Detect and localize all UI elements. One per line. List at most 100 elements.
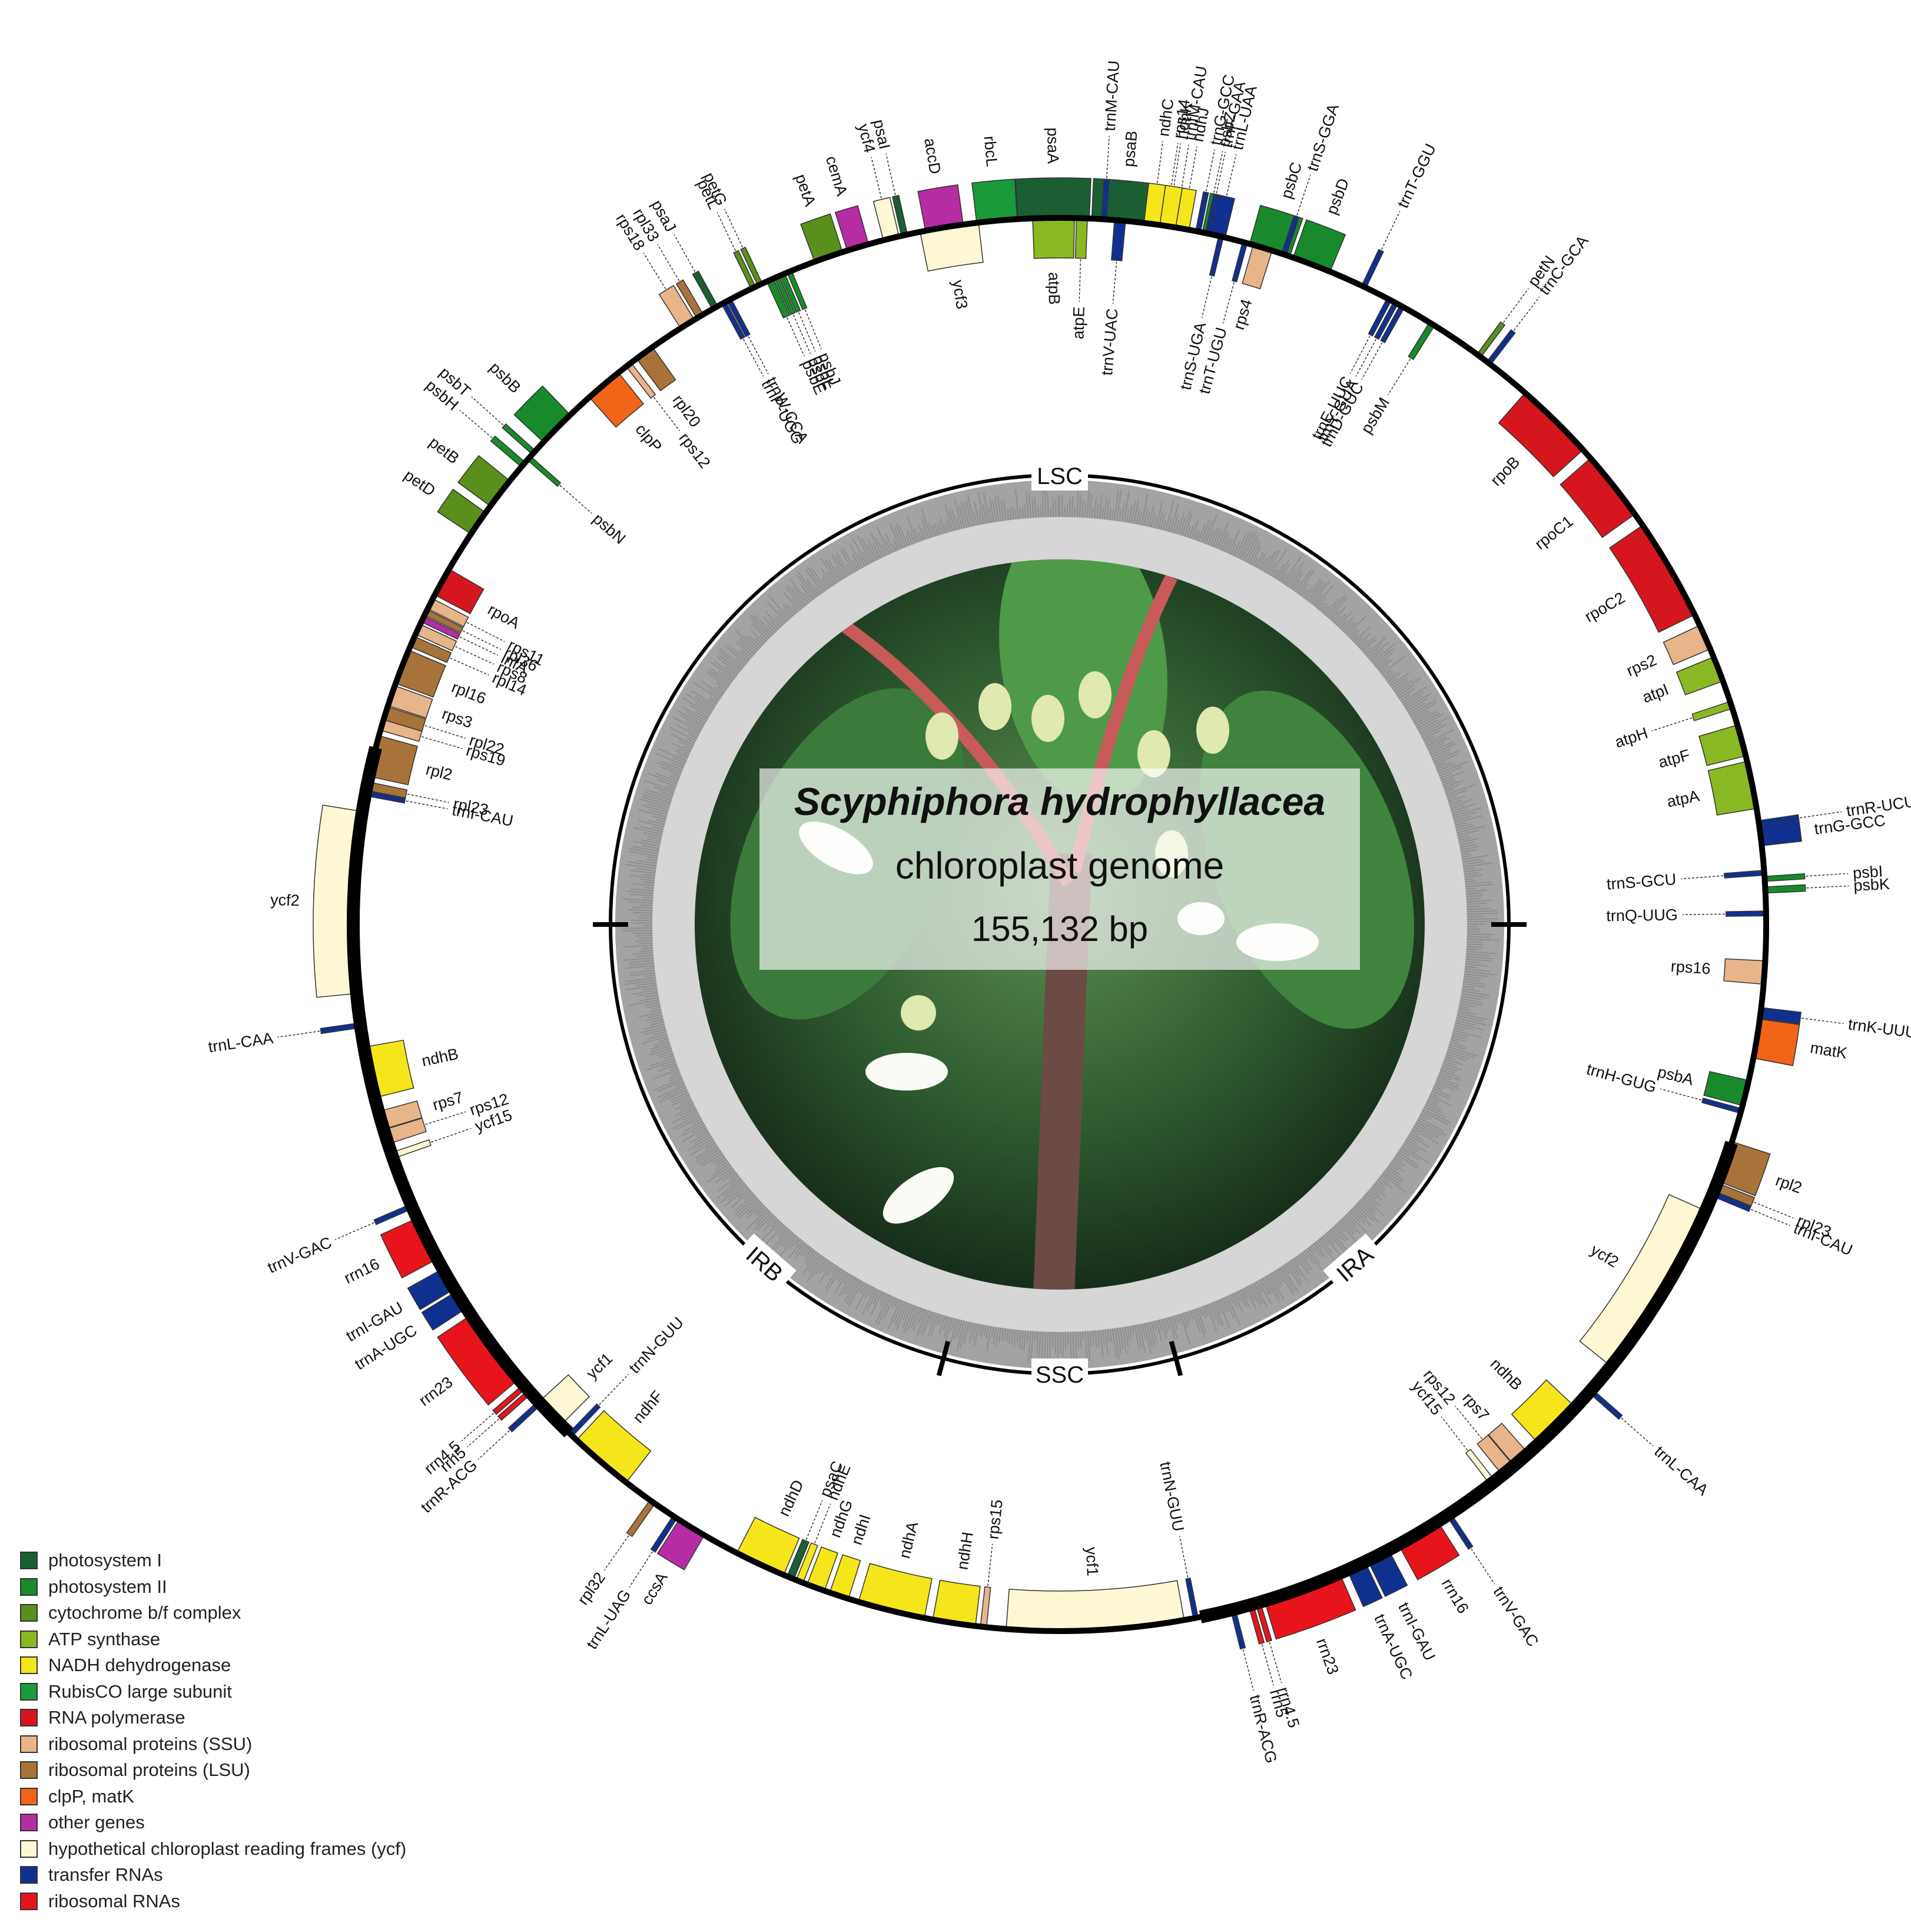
gene-leader-line xyxy=(1454,1406,1482,1439)
gene-label: psbB xyxy=(486,359,525,397)
legend-label: ribosomal proteins (SSU) xyxy=(48,1733,253,1754)
gene-label: rps7 xyxy=(430,1088,465,1114)
gene-trnN-GUU xyxy=(1185,1578,1199,1619)
gene-label: atpA xyxy=(1666,787,1701,810)
gene-leader-line xyxy=(430,1128,472,1143)
gene-psbD xyxy=(1292,219,1346,273)
legend-label: hypothetical chloroplast reading frames … xyxy=(48,1838,407,1859)
region-label-bg xyxy=(1323,1233,1386,1294)
gene-label: psbM xyxy=(1358,395,1393,437)
gene-label: trnL-CAA xyxy=(207,1029,274,1056)
legend-swatch xyxy=(20,1604,38,1622)
legend-item: clpP, matK xyxy=(20,1784,550,1810)
region-label-bg xyxy=(1031,460,1088,491)
gene-label: rrn16 xyxy=(1438,1576,1472,1617)
species-name: Scyphiphora hydrophyllacea xyxy=(794,780,1326,823)
gene-label: psaB xyxy=(1120,130,1140,168)
gene-leader-line xyxy=(1112,261,1117,304)
gene-atpE xyxy=(1074,217,1088,259)
gene-label: trnT-GGU xyxy=(1394,141,1439,211)
gene-label: rpoC2 xyxy=(1582,589,1628,626)
gene-label: ndhH xyxy=(953,1530,976,1570)
gene-leader-line xyxy=(1226,154,1237,196)
gene-atpB xyxy=(1032,217,1075,259)
legend-item: ribosomal RNAs xyxy=(20,1888,550,1915)
gene-leader-line xyxy=(1216,151,1226,194)
legend-swatch xyxy=(20,1709,38,1727)
gene-leader-line xyxy=(450,657,489,676)
legend-label: photosystem II xyxy=(48,1576,167,1597)
gene-leader-line xyxy=(1799,811,1842,818)
gene-label: rps15 xyxy=(984,1499,1006,1540)
gene-leader-line xyxy=(477,1430,510,1460)
gene-leader-line xyxy=(277,1030,320,1038)
gene-label: rrn23 xyxy=(416,1373,456,1410)
gene-leader-line xyxy=(1513,296,1540,331)
gene-leader-line xyxy=(462,630,502,650)
region-boundary-tick xyxy=(936,1340,951,1377)
gene-label: trnS-GCU xyxy=(1606,870,1677,893)
gene-label: psbA xyxy=(1656,1063,1696,1089)
gene-leader-line xyxy=(1201,276,1212,319)
genome-length: 155,132 bp xyxy=(971,909,1149,949)
gene-label: ycf1 xyxy=(583,1350,616,1383)
gene-leader-line xyxy=(1171,143,1179,185)
gene-leader-line xyxy=(1806,885,1849,889)
legend-swatch xyxy=(20,1840,38,1858)
gene-leader-line xyxy=(885,153,896,195)
gene-leader-line xyxy=(1355,339,1377,377)
gene-label: atpB xyxy=(1045,272,1063,305)
gene-leader-line xyxy=(1651,717,1693,732)
legend-item: ribosomal proteins (LSU) xyxy=(20,1757,550,1784)
gene-psbK xyxy=(1764,884,1806,894)
gene-ccsA xyxy=(656,1519,705,1570)
gene-label: atpF xyxy=(1657,746,1692,771)
legend-label: RubisCO large subunit xyxy=(48,1681,232,1702)
gene-clpP xyxy=(588,372,645,428)
gene-leader-line xyxy=(1753,1201,1794,1219)
gene-leader-line xyxy=(599,1374,629,1406)
gene-label: rps2 xyxy=(1624,651,1659,680)
legend-item: transfer RNAs xyxy=(20,1862,550,1888)
gene-label: psbC xyxy=(1278,160,1305,201)
inverted-repeat-arcs xyxy=(347,745,1738,1623)
gene-leader-line xyxy=(406,800,448,810)
legend-item: ATP synthase xyxy=(20,1626,550,1653)
gene-leader-line xyxy=(643,253,666,290)
gene-atpH xyxy=(1691,701,1733,721)
gene-label: rps3 xyxy=(440,705,475,731)
gene-leader-line xyxy=(455,646,495,665)
legend-swatch xyxy=(20,1866,38,1884)
gene-label: trnQ-UUG xyxy=(1606,906,1678,925)
gene-label: psbI xyxy=(1852,863,1883,882)
legend: photosystem I photosystem II cytochrome b/… xyxy=(20,1547,550,1914)
gene-psbN xyxy=(526,455,562,487)
gene-leader-line xyxy=(1503,288,1529,323)
legend-swatch xyxy=(20,1761,38,1779)
gene-leader-line xyxy=(814,1503,831,1543)
gene-leader-line xyxy=(629,1551,653,1588)
gene-label: petA xyxy=(792,172,820,208)
gene-label: trnV-UAC xyxy=(1098,308,1122,376)
gene-leader-line xyxy=(787,317,805,357)
legend-label: photosystem I xyxy=(48,1550,162,1571)
gene-leader-line xyxy=(425,1111,466,1125)
gc-content-track xyxy=(621,486,1499,1364)
gene-label: rpoC1 xyxy=(1531,512,1576,553)
legend-item: other genes xyxy=(20,1810,550,1836)
gene-leader-line xyxy=(1222,282,1235,324)
gene-label: trnL-CAA xyxy=(1651,1443,1711,1499)
gene-label: rpl2 xyxy=(424,760,454,784)
gene-track xyxy=(313,177,1806,1650)
legend-swatch xyxy=(20,1578,38,1596)
gene-label: ndhD xyxy=(775,1477,807,1519)
gene-rbcL xyxy=(971,178,1018,224)
legend-item: RubisCO large subunit xyxy=(20,1679,550,1705)
gene-label: rpl32 xyxy=(574,1569,609,1608)
gene-label: rrn23 xyxy=(1313,1636,1342,1677)
legend-swatch xyxy=(20,1656,38,1675)
gene-leader-line xyxy=(424,725,466,739)
gene-label: trnV-GAC xyxy=(1490,1583,1542,1650)
gene-leader-line xyxy=(1387,359,1411,396)
legend-label: cytochrome b/f complex xyxy=(48,1602,241,1623)
